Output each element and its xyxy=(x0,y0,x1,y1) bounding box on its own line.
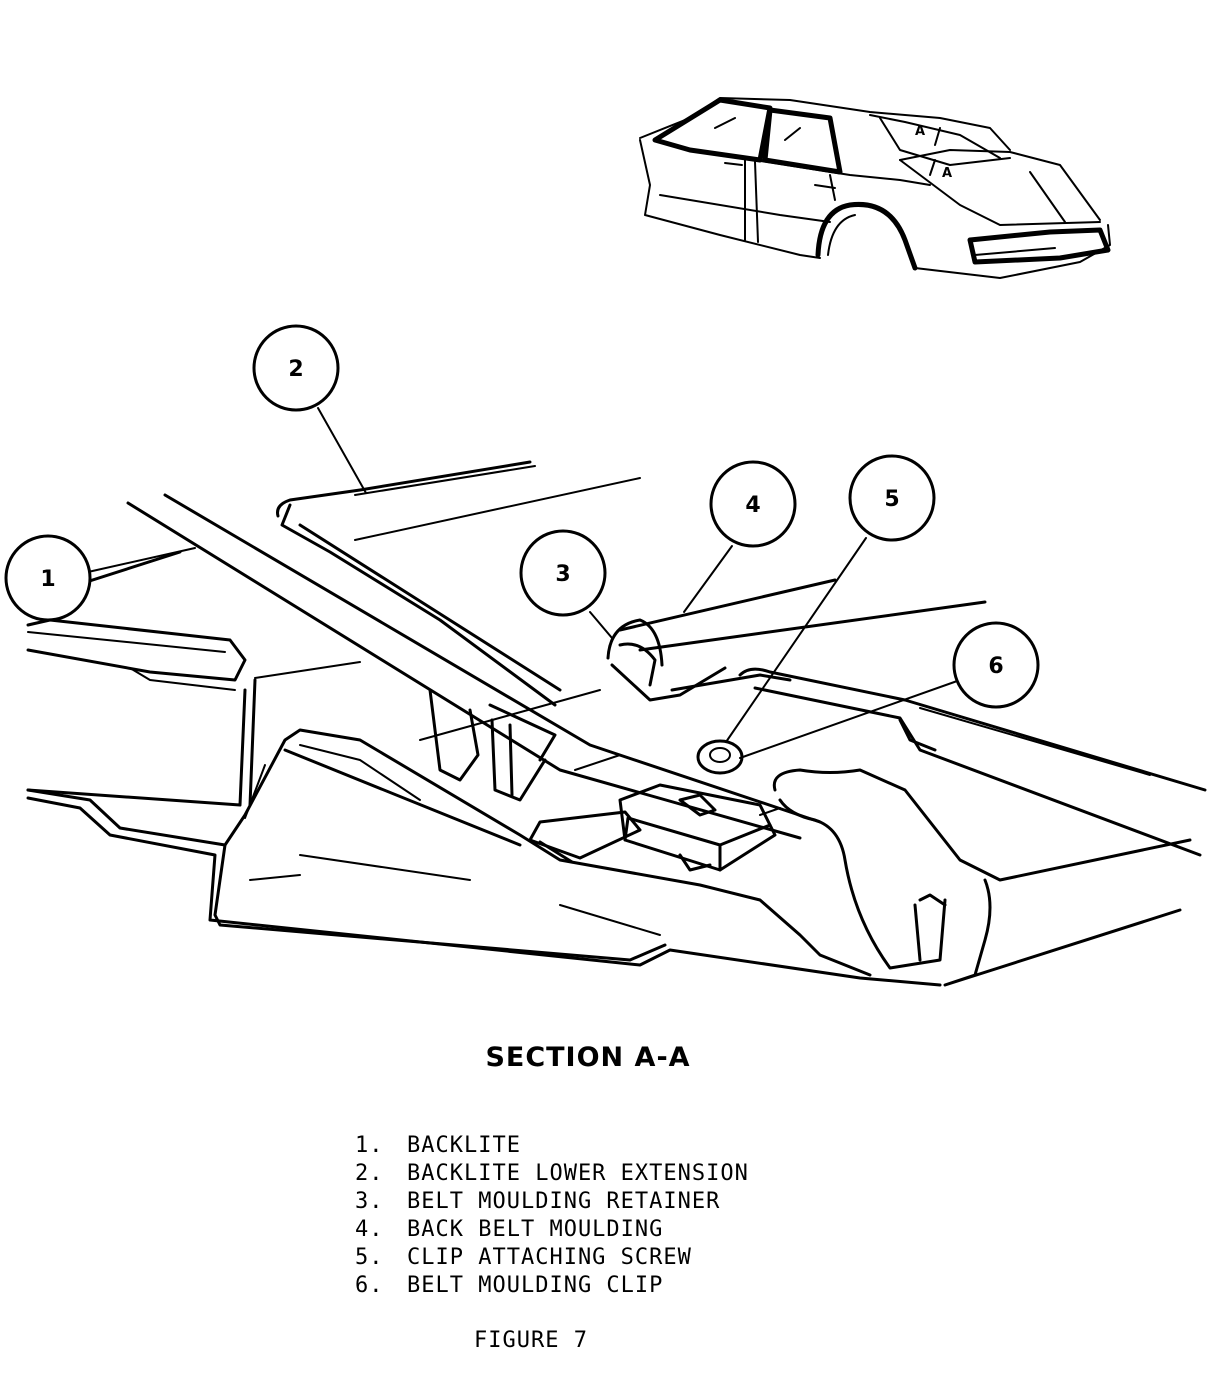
legend-item-number: 4. xyxy=(355,1217,384,1242)
legend-item-label: BACKLITE LOWER EXTENSION xyxy=(407,1161,749,1186)
callout-6-number: 6 xyxy=(988,654,1003,679)
callout-1-number: 1 xyxy=(40,567,55,592)
leader-line-2 xyxy=(317,407,367,494)
callout-2: 2 xyxy=(252,324,340,412)
legend-item-label: BELT MOULDING CLIP xyxy=(407,1273,664,1298)
section-mark-upper: A xyxy=(915,124,925,139)
legend-item-label: BACKLITE xyxy=(407,1133,521,1158)
legend-item: 2. BACKLITE LOWER EXTENSION xyxy=(355,1160,749,1188)
legend-item-number: 5. xyxy=(355,1245,384,1270)
leader-line-4 xyxy=(683,545,733,613)
section-a-a-illustration xyxy=(26,407,1207,987)
callout-6: 6 xyxy=(952,621,1040,709)
legend-item-number: 2. xyxy=(355,1161,384,1186)
leader-line-5 xyxy=(725,537,867,743)
callout-5: 5 xyxy=(848,454,936,542)
legend-item-number: 6. xyxy=(355,1273,384,1298)
section-mark-lower: A xyxy=(942,166,952,181)
car-inset-illustration: A A xyxy=(639,97,1111,279)
callout-2-number: 2 xyxy=(288,357,303,382)
callout-4-number: 4 xyxy=(745,493,760,518)
figure-caption: FIGURE 7 xyxy=(474,1328,588,1353)
callout-3-number: 3 xyxy=(555,562,570,587)
legend-item: 5. CLIP ATTACHING SCREW xyxy=(355,1244,749,1272)
leader-line-3 xyxy=(589,611,613,639)
leader-line-1 xyxy=(87,547,196,573)
legend-item: 3. BELT MOULDING RETAINER xyxy=(355,1188,749,1216)
parts-legend: 1. BACKLITE 2. BACKLITE LOWER EXTENSION 3.… xyxy=(355,1132,749,1300)
legend-item: 1. BACKLITE xyxy=(355,1132,749,1160)
section-title: SECTION A-A xyxy=(485,1042,691,1073)
legend-item-number: 3. xyxy=(355,1189,384,1214)
callout-5-number: 5 xyxy=(884,487,899,512)
leader-line-6 xyxy=(739,679,961,759)
legend-item-label: BELT MOULDING RETAINER xyxy=(407,1189,721,1214)
legend-item: 6. BELT MOULDING CLIP xyxy=(355,1272,749,1300)
callout-3: 3 xyxy=(519,529,607,617)
callout-4: 4 xyxy=(709,460,797,548)
legend-item-label: CLIP ATTACHING SCREW xyxy=(407,1245,692,1270)
legend-item: 4. BACK BELT MOULDING xyxy=(355,1216,749,1244)
legend-item-number: 1. xyxy=(355,1133,384,1158)
legend-item-label: BACK BELT MOULDING xyxy=(407,1217,664,1242)
callout-1: 1 xyxy=(4,534,92,622)
